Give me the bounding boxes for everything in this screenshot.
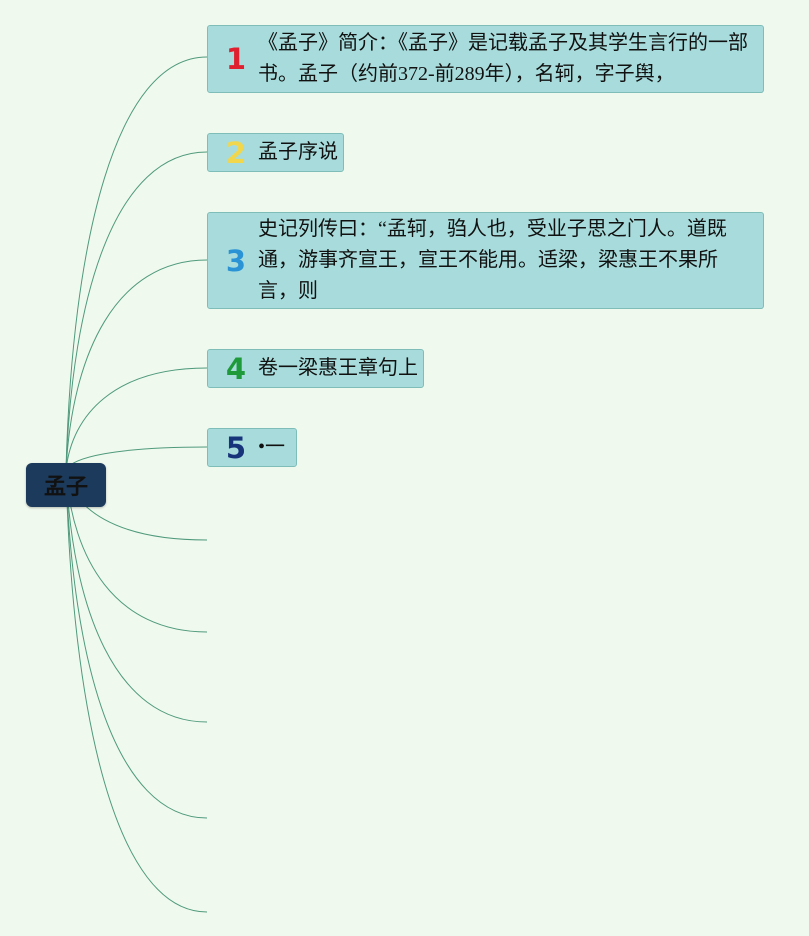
branch-node-1[interactable]: 1 《孟子》简介：《孟子》是记载孟子及其学生言行的一部书。孟子（约前372-前2… — [207, 25, 764, 93]
branch-number-1: 1 — [225, 42, 247, 76]
branch-number-5: 5 — [225, 430, 247, 465]
branch-number-2: 2 — [225, 135, 247, 170]
branch-number-4: 4 — [225, 351, 247, 386]
connector-line-9 — [65, 469, 208, 819]
root-node[interactable]: 孟子 — [26, 463, 106, 507]
branch-text-4: 卷一梁惠王章句上 — [258, 357, 418, 379]
branch-number-3: 3 — [225, 243, 247, 278]
connector-line-4 — [65, 367, 208, 471]
branch-node-3[interactable]: 3 史记列传曰：“孟轲，驺人也，受业子思之门人。道既通，游事齐宣王，宣王不能用。… — [207, 212, 764, 309]
connector-line-1 — [65, 56, 208, 471]
branch-node-4[interactable]: 4 卷一梁惠王章句上 — [207, 349, 424, 388]
branch-text-2: 孟子序说 — [258, 141, 338, 163]
root-label: 孟子 — [43, 475, 88, 500]
branch-node-5[interactable]: 5 •一 — [207, 428, 297, 467]
connector-line-10 — [65, 469, 208, 913]
branch-text-5: •一 — [258, 436, 286, 458]
branch-node-2[interactable]: 2 孟子序说 — [207, 133, 344, 172]
branch-text-1: 《孟子》简介：《孟子》是记载孟子及其学生言行的一部书。孟子（约前372-前289… — [258, 32, 748, 85]
connector-line-2 — [65, 151, 208, 471]
connector-line-8 — [65, 469, 208, 723]
branch-text-3: 史记列传曰：“孟轲，驺人也，受业子思之门人。道既通，游事齐宣王，宣王不能用。适梁… — [258, 218, 727, 302]
connector-line-3 — [65, 259, 208, 471]
